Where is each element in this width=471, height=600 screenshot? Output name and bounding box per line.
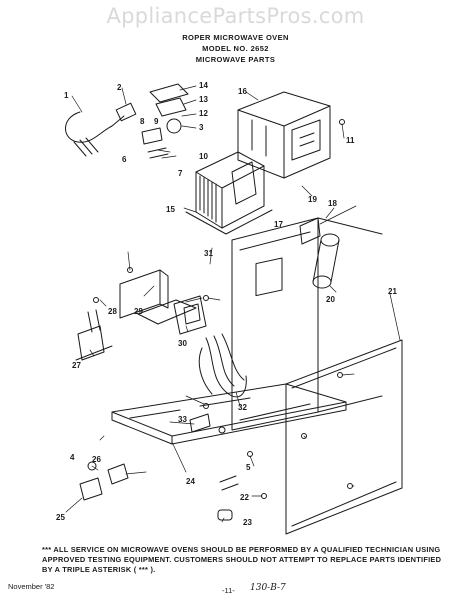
base-plate bbox=[111, 383, 347, 445]
callout-16: 16 bbox=[238, 87, 247, 96]
callout-2: 2 bbox=[117, 83, 122, 92]
callout-13: 13 bbox=[199, 95, 208, 104]
callout-15: 15 bbox=[166, 205, 175, 214]
callout-28: 28 bbox=[108, 307, 117, 316]
handwritten-note: 130-B-7 bbox=[250, 583, 286, 593]
watermark: AppliancePartsPros.com bbox=[106, 4, 365, 28]
callout-3: 3 bbox=[199, 123, 204, 132]
interlock-switch bbox=[75, 309, 113, 361]
callout-31: 31 bbox=[204, 249, 213, 258]
capacitor bbox=[299, 217, 340, 289]
callout-9: 9 bbox=[154, 117, 159, 126]
leader-lines bbox=[65, 85, 401, 523]
switch-bracket bbox=[119, 269, 207, 335]
screws bbox=[93, 119, 353, 499]
callout-25: 25 bbox=[56, 513, 65, 522]
callout-8: 8 bbox=[140, 117, 145, 126]
footer-date: November '82 bbox=[8, 582, 55, 591]
power-cord bbox=[65, 102, 137, 157]
callout-27: 27 bbox=[72, 361, 81, 370]
callout-20: 20 bbox=[326, 295, 335, 304]
callout-6: 6 bbox=[122, 155, 127, 164]
callout-29: 29 bbox=[134, 307, 143, 316]
callout-7: 7 bbox=[178, 169, 183, 178]
callout-18: 18 bbox=[328, 199, 337, 208]
callout-19: 19 bbox=[308, 195, 317, 204]
callout-11: 11 bbox=[346, 136, 355, 145]
callout-23: 23 bbox=[243, 518, 252, 527]
transformer bbox=[185, 151, 273, 235]
callout-22: 22 bbox=[240, 493, 249, 502]
model-number: MODEL NO. 2652 bbox=[202, 44, 269, 53]
fuse-holder bbox=[189, 413, 226, 434]
thermal-fuse bbox=[217, 475, 239, 521]
diagram-title: ROPER MICROWAVE OVEN bbox=[182, 33, 289, 42]
callout-4: 4 bbox=[70, 453, 75, 462]
safety-note: *** ALL SERVICE ON MICROWAVE OVENS SHOUL… bbox=[42, 545, 442, 574]
section-title: MICROWAVE PARTS bbox=[195, 55, 276, 64]
side-panel bbox=[285, 339, 403, 535]
callout-30: 30 bbox=[178, 339, 187, 348]
callout-33: 33 bbox=[178, 415, 187, 424]
wiring-harness bbox=[198, 333, 247, 398]
callout-5: 5 bbox=[246, 463, 251, 472]
callout-14: 14 bbox=[199, 81, 208, 90]
magnetron bbox=[237, 91, 331, 179]
callout-10: 10 bbox=[199, 152, 208, 161]
page-number: -11- bbox=[222, 586, 235, 595]
door-switches bbox=[79, 461, 129, 501]
chassis-back-panel bbox=[231, 217, 383, 431]
callout-21: 21 bbox=[388, 287, 397, 296]
callout-17: 17 bbox=[274, 220, 283, 229]
callout-26: 26 bbox=[92, 455, 101, 464]
callout-12: 12 bbox=[199, 109, 208, 118]
callout-1: 1 bbox=[64, 91, 69, 100]
thermal-cutout-assembly bbox=[141, 83, 189, 159]
callout-24: 24 bbox=[186, 477, 195, 486]
callout-32: 32 bbox=[238, 403, 247, 412]
